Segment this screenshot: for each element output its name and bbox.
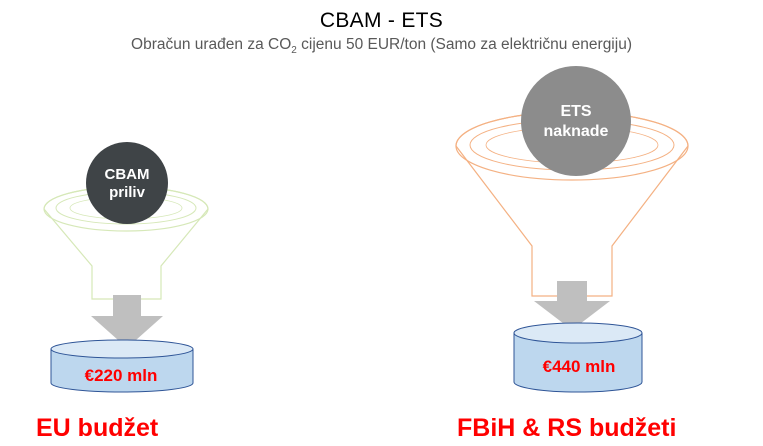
subtitle-subscript: 2 xyxy=(291,45,297,57)
ets-naknade-circle xyxy=(521,66,631,176)
cbam-funnel-group: CBAM priliv xyxy=(43,142,209,300)
ets-funnel-group: ETS naknade xyxy=(455,66,689,297)
eu-cylinder-body xyxy=(50,348,194,393)
fbih-rs-amount: €440 mln xyxy=(543,357,616,376)
ets-down-arrow xyxy=(534,281,610,330)
fbih-rs-cylinder-body xyxy=(513,332,643,393)
fbih-rs-cylinder: €440 mln xyxy=(513,322,643,393)
subtitle-text-before: Obračun urađen za CO xyxy=(131,36,292,53)
cbam-circle-line1: CBAM xyxy=(105,166,150,183)
ets-circle-line2: naknade xyxy=(544,123,609,140)
ets-circle-line1: ETS xyxy=(560,103,591,120)
eu-cylinder: €220 mln xyxy=(50,339,194,393)
eu-budget-label: EU budžet xyxy=(36,414,159,442)
eu-amount: €220 mln xyxy=(85,366,158,385)
eu-cylinder-top xyxy=(50,339,194,359)
cbam-circle-line2: priliv xyxy=(109,184,146,201)
page-subtitle: Obračun urađen za CO2 cijenu 50 EUR/ton … xyxy=(0,36,763,56)
subtitle-text-after: cijenu 50 EUR/ton (Samo za električnu en… xyxy=(296,36,632,53)
cbam-priliv-circle xyxy=(86,142,168,224)
fbih-rs-cylinder-top xyxy=(513,322,643,344)
page-title: CBAM - ETS xyxy=(319,9,444,32)
fbih-rs-budget-label: FBiH & RS budžeti xyxy=(457,414,677,442)
cbam-down-arrow xyxy=(91,295,163,348)
